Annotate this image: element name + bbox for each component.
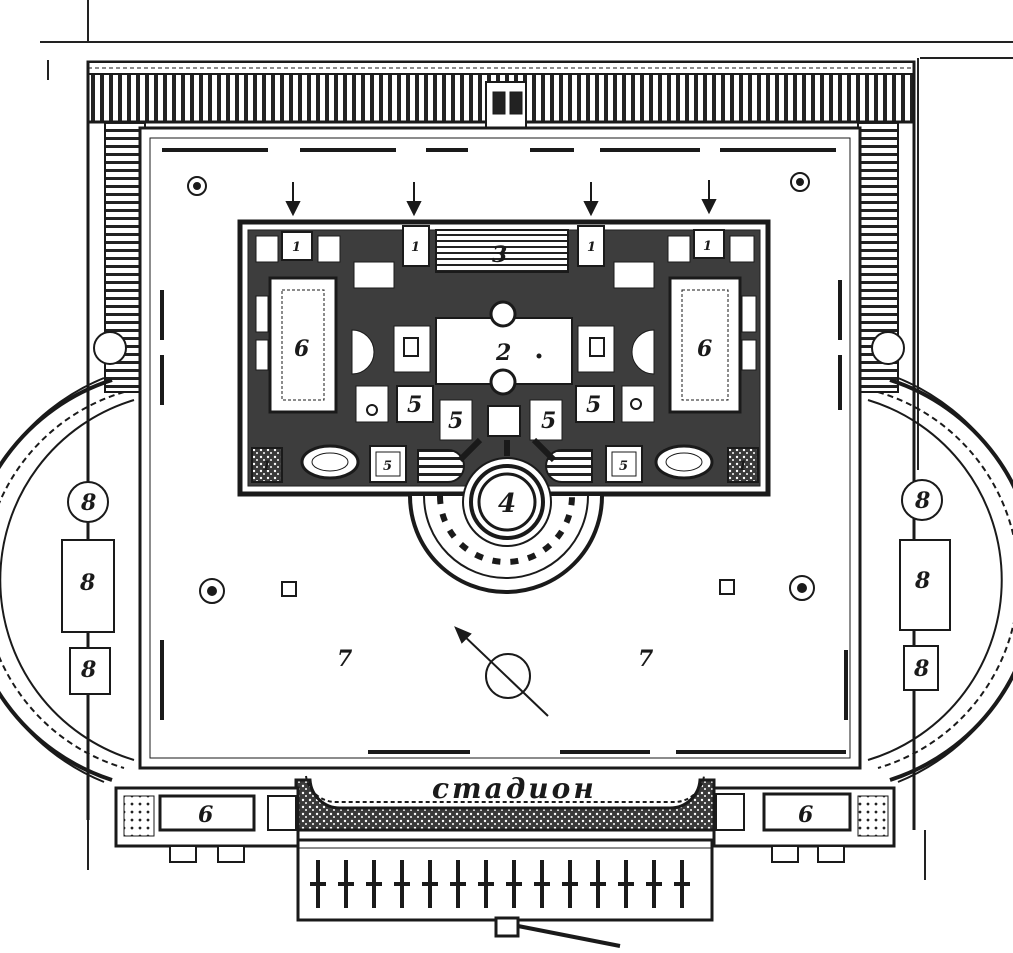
label-3: 3 <box>492 242 507 268</box>
east-rooms-8 <box>899 479 951 691</box>
stadium-label: стадион <box>432 772 597 805</box>
label-8-w2: 8 <box>79 570 95 596</box>
main-building <box>237 219 771 497</box>
label-5-a: 5 <box>407 392 422 418</box>
cistern-block <box>296 838 714 948</box>
down-arrow-icon <box>406 182 422 217</box>
label-5-f: 5 <box>619 459 628 474</box>
down-arrow-icon <box>285 182 301 217</box>
label-1-b: 1 <box>411 240 420 255</box>
label-1-f: 1 <box>738 459 747 474</box>
label-6-west: 6 <box>294 336 309 362</box>
down-arrow-icon <box>583 182 599 217</box>
label-8-w3: 8 <box>80 657 96 683</box>
label-7-west: 7 <box>337 646 353 672</box>
label-4: 4 <box>498 489 516 519</box>
street-lines <box>40 0 1013 880</box>
courtyard-fountains <box>187 172 815 604</box>
label-6-east: 6 <box>697 336 712 362</box>
label-8-e3: 8 <box>913 656 929 682</box>
caldarium-rotunda <box>408 437 604 594</box>
label-6-se: 6 <box>798 802 813 828</box>
label-5-b: 5 <box>448 408 463 434</box>
west-rooms-8 <box>61 481 115 695</box>
west-exedra <box>0 331 135 783</box>
south-west-wing <box>114 786 300 863</box>
north-arrow-icon <box>454 626 549 717</box>
label-1-c: 1 <box>587 240 596 255</box>
label-7-east: 7 <box>638 646 654 672</box>
label-6-sw: 6 <box>198 802 213 828</box>
label-1-e: 1 <box>262 459 271 474</box>
east-exedra <box>867 331 1013 783</box>
label-8-e2: 8 <box>914 568 930 594</box>
labels: 1 1 1 1 3 2 6 6 5 5 5 5 5 5 1 1 4 7 7 8 … <box>79 239 930 828</box>
entrance-arrows <box>285 180 717 217</box>
label-5-e: 5 <box>383 459 392 474</box>
label-1-d: 1 <box>703 239 712 254</box>
label-1-a: 1 <box>292 240 301 255</box>
label-8-e1: 8 <box>914 488 930 514</box>
stadium <box>294 775 716 832</box>
down-arrow-icon <box>701 180 717 215</box>
label-5-d: 5 <box>586 392 601 418</box>
label-8-w1: 8 <box>80 490 96 516</box>
label-5-c: 5 <box>541 408 556 434</box>
label-2: 2 <box>495 340 511 366</box>
courtyard-walls <box>160 148 848 754</box>
south-east-wing <box>712 786 896 863</box>
